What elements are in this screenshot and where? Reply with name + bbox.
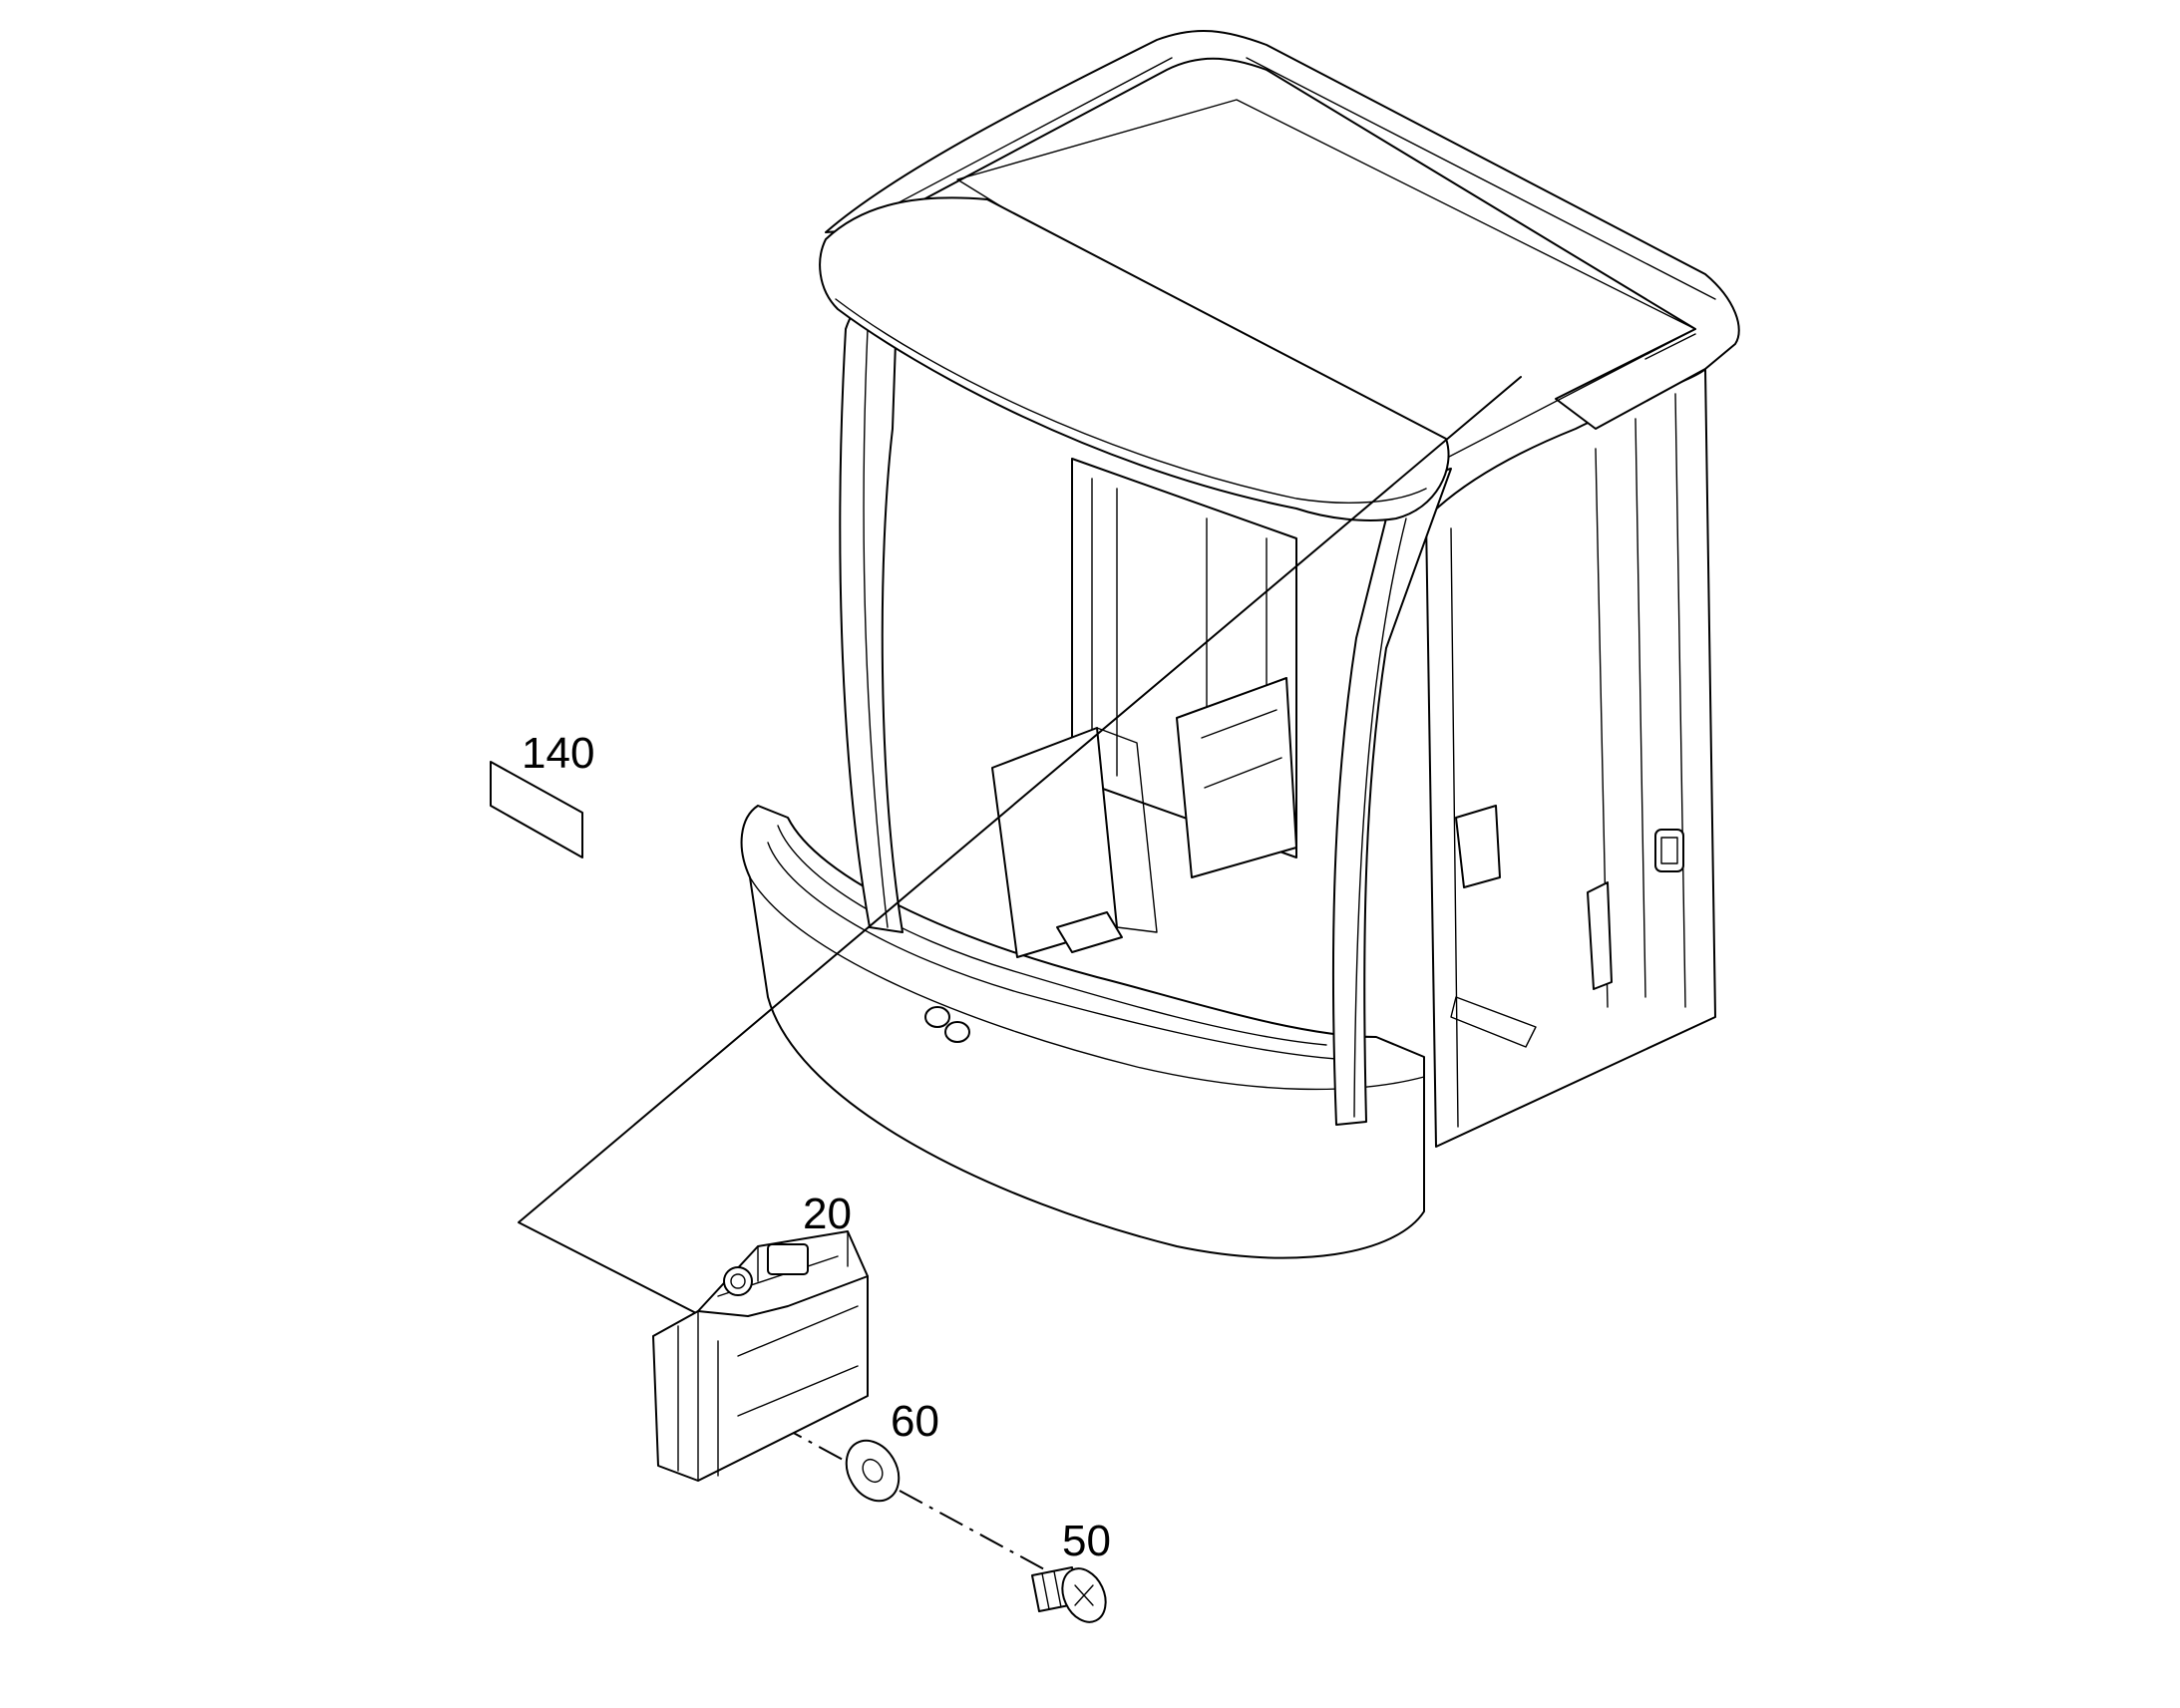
cab-door-latch — [1654, 829, 1684, 872]
control-unit-connector — [767, 1243, 809, 1275]
washer-inner-hole — [862, 1458, 884, 1484]
callout-screw: 50 — [1062, 1517, 1111, 1565]
cab-bracket-plate — [1176, 677, 1297, 878]
cab-left-front-pillar — [839, 283, 904, 933]
cab-lower-tub — [740, 805, 1425, 1259]
cab-floor-pad — [1056, 911, 1123, 953]
centerline-unit-washer-screw — [697, 1380, 1093, 1596]
operator-cab — [740, 30, 1740, 1259]
callout-washer: 60 — [891, 1397, 939, 1446]
label-plate: 140 — [490, 729, 594, 858]
cab-tub-inner-rim — [777, 825, 1327, 1046]
callout-label-plate: 140 — [522, 729, 594, 778]
callout-control-unit: 20 — [803, 1190, 852, 1238]
cab-front-visor — [819, 196, 1450, 521]
screw-cross-recess — [1074, 1584, 1094, 1606]
leader-lines — [518, 376, 1522, 1596]
washer-outer-ring — [845, 1439, 901, 1503]
cab-right-door — [1425, 368, 1716, 1148]
cab-switch-knob — [924, 1006, 950, 1028]
label-plate-outline — [490, 761, 583, 858]
screw: 50 — [1031, 1517, 1111, 1623]
washer: 60 — [845, 1397, 939, 1503]
control-unit: 20 — [652, 1190, 869, 1482]
cab-door-frame — [1450, 393, 1686, 1128]
cab-door-handle — [1587, 881, 1613, 990]
leader-line-cab-to-unit — [518, 376, 1522, 1315]
cab-roof-frame — [825, 30, 1740, 430]
cab-floor-mount — [1455, 805, 1501, 888]
cab-right-front-pillar — [1331, 468, 1452, 1126]
